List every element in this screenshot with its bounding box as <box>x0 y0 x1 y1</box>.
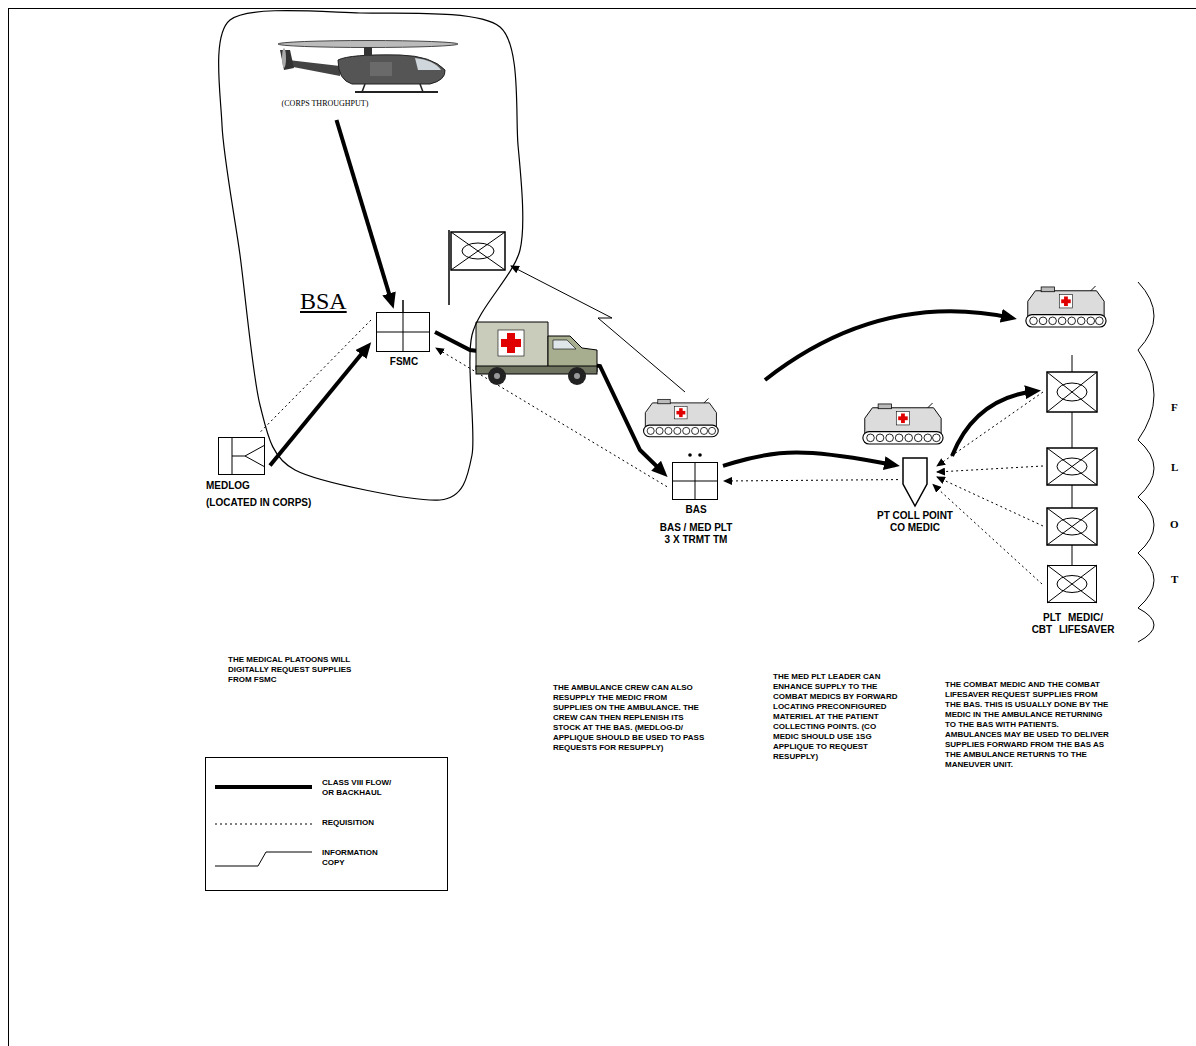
region-title: BSA <box>300 287 380 315</box>
page-frame <box>9 9 1196 1046</box>
requisition-line <box>724 480 898 481</box>
region-outline-path <box>219 11 523 501</box>
bas-symbol-interior <box>672 453 718 500</box>
unit-label: MEDLOG <box>206 480 346 492</box>
collecting-point-outline <box>903 458 927 506</box>
label-holder: L <box>1171 461 1183 474</box>
unit-label: FSMC <box>354 356 454 368</box>
m113-ambulance <box>863 403 943 444</box>
collecting-point-symbol: PT COLL POINT CO MEDIC <box>903 458 927 506</box>
legend-row: INFORMATION COPY <box>322 848 400 868</box>
requisition-line <box>260 320 371 432</box>
legend-row: REQUISITION <box>322 818 400 828</box>
m113-ambulance <box>1026 286 1106 327</box>
medlog-symbol-interior <box>232 437 265 475</box>
helicopter-illustration <box>278 41 458 93</box>
flot-letter: L <box>1171 461 1183 474</box>
note-text: THE MEDICAL PLATOONS WILL DIGITALLY REQU… <box>228 655 353 685</box>
label-stack: BAS BAS / MED PLT 3 X TRMT TM <box>646 504 746 546</box>
label-holder: THE AMBULANCE CREW CAN ALSO RESUPPLY THE… <box>553 683 705 753</box>
unit-label: PLT MEDIC/ CBT LIFESAVER <box>1030 612 1116 636</box>
class-viii-flow-arrow <box>723 452 895 465</box>
ambulance-humvee <box>476 322 597 385</box>
legend-text: CLASS VIII FLOW/ OR BACKHAUL <box>322 778 400 798</box>
label-stack: FSMC <box>354 356 454 368</box>
unit-symbol: FSMC <box>376 312 430 352</box>
flot-letter: T <box>1171 573 1183 586</box>
legend-line-sample <box>215 785 312 789</box>
requisition-line <box>436 348 667 487</box>
note-text: THE MED PLT LEADER CAN ENHANCE SUPPLY TO… <box>773 672 901 762</box>
label-holder: O <box>1170 518 1182 531</box>
label-stack: MEDLOG (LOCATED IN CORPS) <box>206 480 346 509</box>
class-viii-flow-arrow <box>270 346 368 466</box>
unit-symbol: PLT MEDIC/ CBT LIFESAVER <box>1047 565 1097 603</box>
m113-ambulance <box>644 398 719 436</box>
caption-text: (CORPS THROUGHPUT) <box>265 99 385 109</box>
legend-text: REQUISITION <box>322 818 400 828</box>
unit-symbol: MEDLOG(LOCATED IN CORPS) <box>218 437 265 475</box>
legend-text: INFORMATION COPY <box>322 848 400 868</box>
unit-label: (LOCATED IN CORPS) <box>206 497 346 509</box>
flot-bracket <box>1138 282 1154 642</box>
legend-line-sample <box>215 824 312 825</box>
label-stack: PT COLL POINT CO MEDIC <box>873 510 957 534</box>
flot-letter: F <box>1171 401 1183 414</box>
note-text: THE COMBAT MEDIC AND THE COMBAT LIFESAVE… <box>945 680 1113 770</box>
requisition-line <box>933 484 1042 584</box>
label-stack: BSA <box>300 287 380 315</box>
class-viii-flow-arrow <box>337 120 393 304</box>
legend-line-sample <box>215 852 312 866</box>
label-stack: PLT MEDIC/ CBT LIFESAVER <box>1030 612 1116 636</box>
flot-letter: O <box>1170 518 1182 531</box>
label-stack: (CORPS THROUGHPUT) <box>265 99 385 109</box>
region-outline <box>200 5 530 515</box>
unit-label: PT COLL POINT CO MEDIC <box>873 510 957 534</box>
label-holder: T <box>1171 573 1183 586</box>
unit-label: BAS <box>646 504 746 516</box>
label-holder: THE COMBAT MEDIC AND THE COMBAT LIFESAVE… <box>945 680 1113 770</box>
collecting-point-outline-path <box>903 458 927 506</box>
label-holder: F <box>1171 401 1183 414</box>
fsmc-symbol-interior <box>376 300 430 352</box>
helicopter-caption-box: (CORPS THROUGHPUT) <box>270 35 460 115</box>
bsa-region: BSA (CORPS THROUGHPUT) FSMC <box>200 5 530 515</box>
unit-flag-symbol <box>449 230 505 305</box>
requisition-line <box>937 392 1043 526</box>
label-holder: THE MEDICAL PLATOONS WILL DIGITALLY REQU… <box>228 655 353 685</box>
maneuver-unit-symbol <box>1047 355 1097 603</box>
legend-frame <box>206 758 448 891</box>
class-viii-flow-arrow <box>435 332 664 473</box>
note-text: THE AMBULANCE CREW CAN ALSO RESUPPLY THE… <box>553 683 705 753</box>
label-holder: THE MED PLT LEADER CAN ENHANCE SUPPLY TO… <box>773 672 901 762</box>
unit-symbol: BASBAS / MED PLT 3 X TRMT TM <box>672 462 718 500</box>
legend-row: CLASS VIII FLOW/ OR BACKHAUL <box>322 778 400 798</box>
unit-label: BAS / MED PLT 3 X TRMT TM <box>658 522 735 546</box>
thick-flow-arrow <box>765 311 1036 456</box>
